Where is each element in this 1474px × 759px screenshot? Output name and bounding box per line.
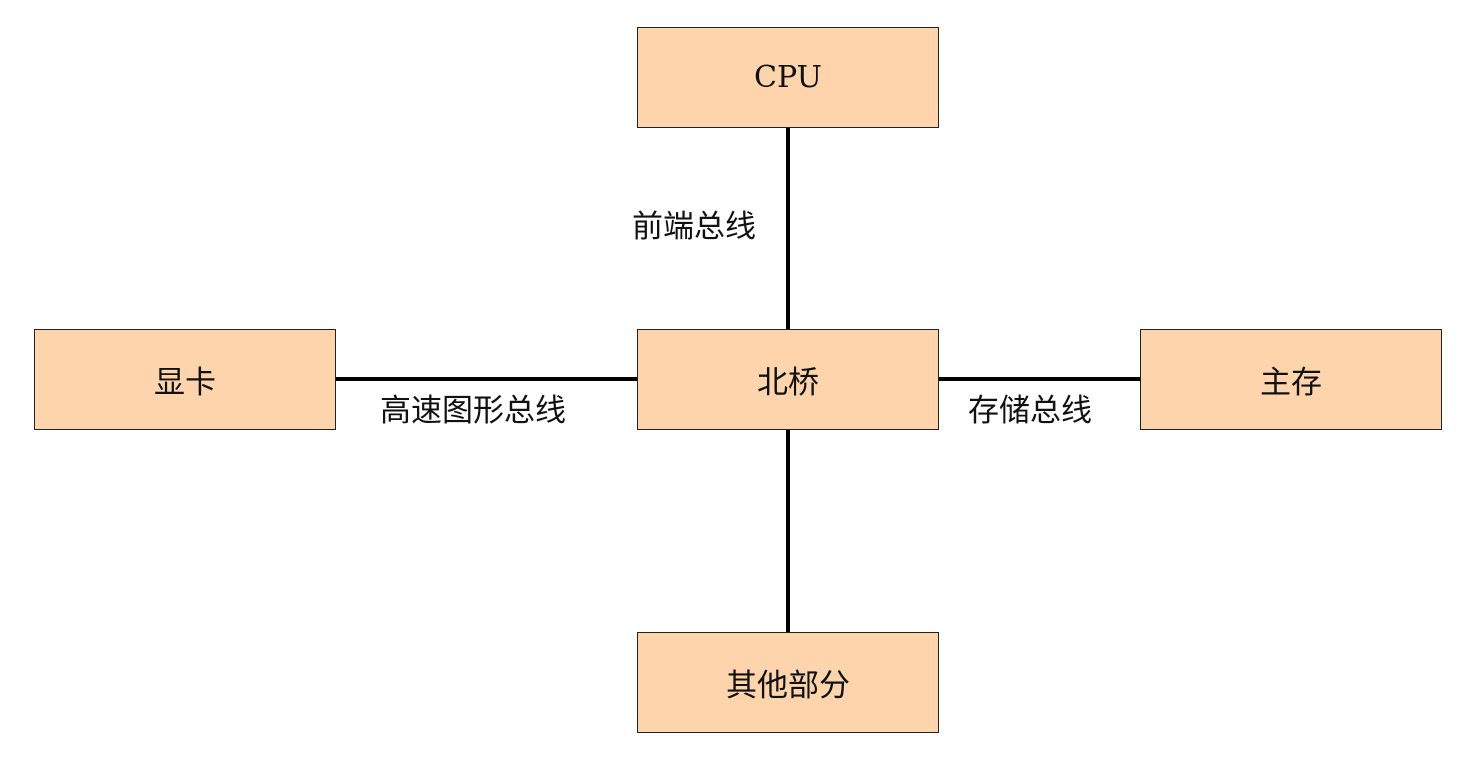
northbridge-node: 北桥 bbox=[637, 329, 939, 430]
main-memory-node: 主存 bbox=[1140, 329, 1442, 430]
memory-bus-label: 存储总线 bbox=[968, 393, 1092, 429]
front-side-bus-label: 前端总线 bbox=[632, 209, 756, 245]
other-parts-node: 其他部分 bbox=[637, 632, 939, 733]
cpu-node: CPU bbox=[637, 27, 939, 128]
graphics-card-node: 显卡 bbox=[34, 329, 336, 430]
front-side-bus-line bbox=[786, 127, 790, 330]
other-parts-line bbox=[786, 429, 790, 632]
memory-bus-line bbox=[938, 377, 1141, 381]
graphics-bus-line bbox=[335, 377, 638, 381]
graphics-bus-label: 高速图形总线 bbox=[380, 393, 566, 429]
